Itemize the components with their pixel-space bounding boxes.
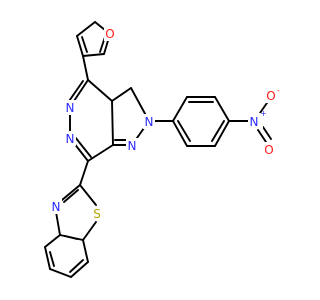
atom-pyrazole-n2: N (143, 114, 155, 129)
bond (257, 129, 267, 143)
furan-oxygen-label: O (105, 27, 114, 41)
structure-svg: O N N N N N + O - O (44, 21, 282, 278)
bond (214, 120, 230, 147)
bond (49, 268, 72, 278)
pyridazine-n2-label: N (66, 132, 75, 146)
bond (262, 126, 272, 140)
atom-pyridazine-n1: N (64, 100, 76, 115)
bond (172, 96, 188, 122)
atom-pyridazine-n2: N (64, 131, 76, 146)
bond (49, 251, 55, 267)
bond (44, 246, 51, 270)
pyrazole-n2-label: N (145, 115, 154, 129)
atom-furan-oxygen: O (104, 26, 116, 41)
atom-nitro-n: N + (248, 109, 267, 129)
atom-pyrazole-n1: N (126, 138, 138, 153)
bond (74, 136, 92, 158)
bond (87, 144, 114, 162)
bond (61, 184, 81, 201)
bond (172, 120, 188, 147)
bond (177, 120, 191, 142)
nitro-n-label: N (250, 115, 259, 129)
atom-nitro-o-double: O (263, 142, 275, 157)
thiazole-s-label: S (93, 207, 101, 221)
bond (79, 184, 97, 206)
atom-labels: O N N N N N + O - O (50, 26, 282, 221)
bond (76, 35, 84, 57)
bond (87, 79, 113, 102)
bond (82, 53, 105, 57)
bond (82, 55, 89, 81)
bond (69, 259, 84, 273)
bond (63, 189, 79, 203)
nitro-o-double-label: O (264, 143, 273, 157)
bond (81, 36, 88, 53)
nitro-n-charge: + (260, 109, 267, 118)
bond (82, 221, 97, 241)
bond (64, 235, 78, 240)
molecule-diagram: O N N N N N + O - O (44, 21, 282, 278)
pyridazine-n1-label: N (66, 101, 75, 115)
atom-thiazole-n: N (50, 199, 62, 214)
nitro-o-charge: - (277, 86, 280, 95)
bond (82, 239, 89, 263)
bond (211, 120, 225, 142)
thiazole-n-label: N (52, 200, 61, 214)
bond (79, 160, 89, 186)
bond (70, 261, 89, 278)
bond (111, 100, 114, 146)
atom-nitro-o-minus: O - (264, 86, 282, 103)
bond (55, 211, 61, 236)
pyrazole-n1-label: N (128, 139, 137, 153)
nitro-o-minus-label: O (266, 89, 275, 103)
bond (76, 21, 96, 37)
atom-thiazole-s: S (91, 206, 103, 221)
bond (44, 234, 61, 248)
bonds (44, 21, 272, 278)
bond (214, 96, 230, 122)
bond (111, 87, 132, 102)
